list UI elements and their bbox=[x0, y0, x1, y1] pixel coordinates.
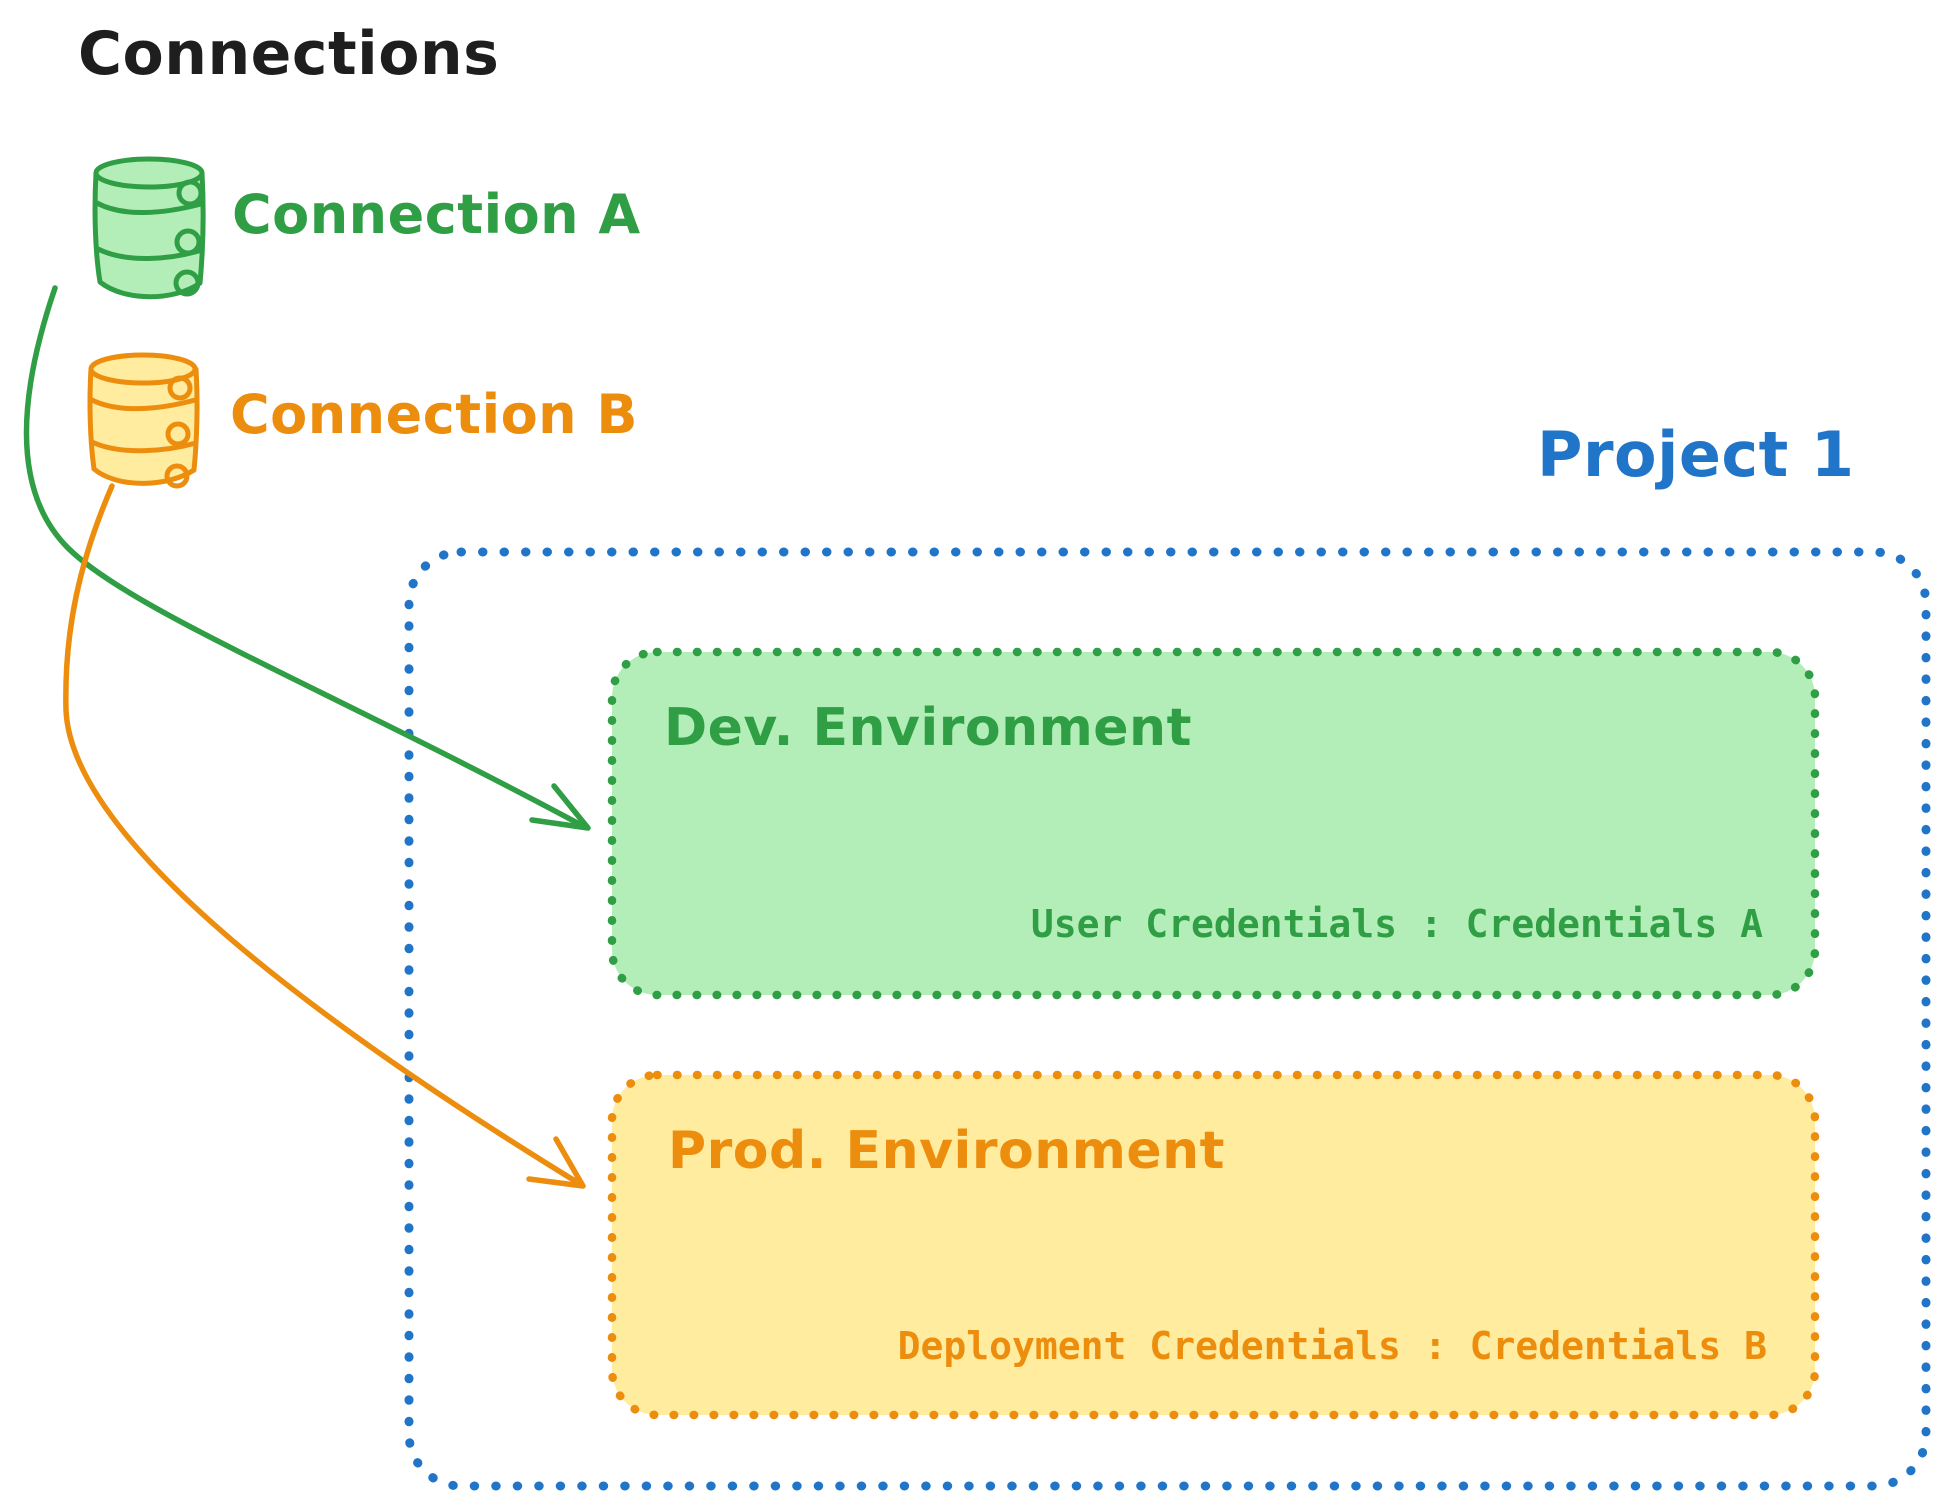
connection-b-label: Connection B bbox=[230, 383, 639, 446]
connection-a-label: Connection A bbox=[232, 183, 641, 246]
dev-environment-box bbox=[607, 647, 1820, 1000]
arrowhead-icon bbox=[526, 1136, 586, 1189]
prod-environment-credentials: Deployment Credentials : Credentials B bbox=[897, 1324, 1767, 1368]
arrow-connection-a-to-dev bbox=[23, 285, 591, 831]
connection-b-database-icon bbox=[87, 352, 200, 489]
arrow-connection-b-to-prod bbox=[63, 483, 586, 1189]
connections-title: Connections bbox=[78, 19, 500, 89]
dev-environment-credentials: User Credentials : Credentials A bbox=[1030, 902, 1763, 946]
dev-environment-title: Dev. Environment bbox=[664, 698, 1192, 758]
prod-environment-box bbox=[607, 1070, 1820, 1420]
project-container-box bbox=[404, 547, 1931, 1491]
arrowhead-icon bbox=[529, 783, 591, 831]
project-title: Project 1 bbox=[1537, 418, 1855, 491]
connection-a-database-icon bbox=[92, 156, 206, 300]
prod-environment-title: Prod. Environment bbox=[668, 1121, 1226, 1181]
